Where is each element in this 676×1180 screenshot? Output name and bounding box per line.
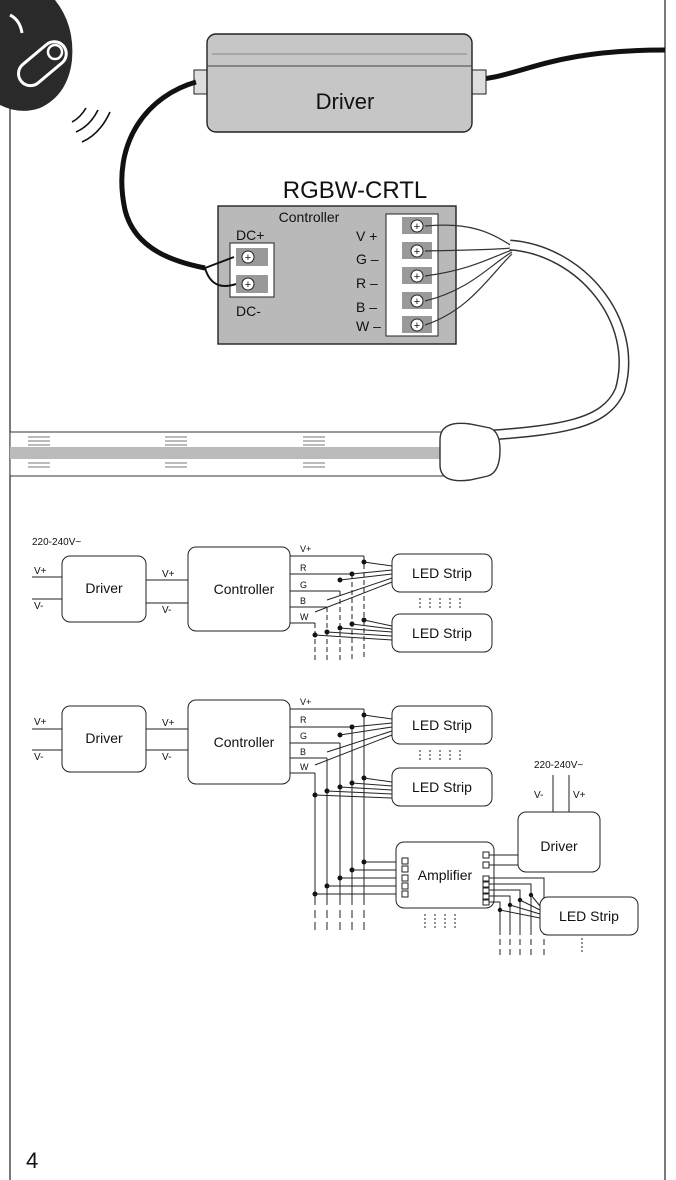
svg-text:R: R [300, 715, 307, 725]
controller-block [187, 546, 291, 632]
svg-text:LED Strip: LED Strip [412, 625, 472, 641]
output-label-w: W – [356, 318, 381, 334]
amplifier-block [395, 841, 495, 909]
controller-label: Controller [279, 209, 340, 225]
svg-text:V+: V+ [34, 717, 47, 728]
svg-text:V+: V+ [162, 569, 175, 580]
svg-text:+: + [414, 221, 420, 233]
wiring-diagram-2: V+ V- Driver V+ V- Controller V+ R G [32, 697, 639, 955]
svg-text:Driver: Driver [85, 730, 123, 746]
svg-text:LED Strip: LED Strip [412, 779, 472, 795]
svg-text:V+: V+ [300, 544, 311, 554]
led-strip-block-1 [391, 705, 493, 745]
driver-block [61, 705, 147, 773]
svg-text:Controller: Controller [214, 734, 275, 750]
driver-box: Driver [193, 33, 666, 133]
screw-terminal-icon: + + [236, 248, 268, 293]
remote-control-icon [0, 0, 73, 111]
output-label-vplus: V + [356, 228, 377, 244]
svg-text:G: G [300, 731, 307, 741]
svg-text:+: + [414, 320, 420, 332]
svg-text:Driver: Driver [540, 838, 578, 854]
led-strip-block-3 [539, 896, 639, 936]
driver-block-label: Driver [85, 580, 123, 596]
wiring-diagram-1: 220-240V~ V+ V- Driver V+ V- Controller … [32, 537, 493, 660]
wireless-signal-icon [71, 107, 111, 143]
svg-text:+: + [414, 271, 420, 283]
controller-block-label: Controller [214, 581, 275, 597]
svg-text:W: W [300, 612, 309, 622]
svg-text:V-: V- [162, 752, 171, 763]
svg-text:LED Strip: LED Strip [412, 717, 472, 733]
supply-label: 220-240V~ [32, 537, 81, 548]
driver-input-vplus: V+ [34, 566, 47, 577]
output-label-r: R – [356, 275, 378, 291]
svg-text:V-: V- [162, 605, 171, 616]
svg-text:220-240V~: 220-240V~ [534, 760, 583, 771]
led-strip-block-2 [391, 767, 493, 807]
svg-text:V-: V- [34, 752, 43, 763]
page-number: 4 [26, 1148, 39, 1173]
svg-text:+: + [245, 252, 251, 264]
svg-text:LED Strip: LED Strip [559, 908, 619, 924]
svg-text:B: B [300, 596, 306, 606]
model-title: RGBW-CRTL [283, 177, 427, 204]
svg-text:+: + [245, 279, 251, 291]
controller-box: Controller DC+ DC- + + V + G – R – B – W… [204, 205, 457, 345]
svg-text:Amplifier: Amplifier [418, 867, 473, 883]
driver-block [61, 555, 147, 623]
svg-text:W: W [300, 762, 309, 772]
driver-to-controller-cable [119, 79, 206, 271]
output-terminal-block: + + + + + [402, 217, 432, 333]
driver-input-vminus: V- [34, 601, 43, 612]
led-strip-block-2 [391, 613, 493, 653]
svg-text:R: R [300, 563, 307, 573]
led-strip-illustration [9, 422, 501, 482]
svg-text:LED Strip: LED Strip [412, 565, 472, 581]
output-label-g: G – [356, 251, 379, 267]
svg-text:V-: V- [534, 790, 543, 801]
led-strip-block-1 [391, 553, 493, 593]
rgbw-output-wires [424, 224, 513, 326]
svg-text:B: B [300, 747, 306, 757]
dc-minus-label: DC- [236, 303, 261, 319]
dc-plus-label: DC+ [236, 227, 264, 243]
driver-label: Driver [316, 89, 375, 114]
controller-block [187, 699, 291, 785]
svg-text:+: + [414, 296, 420, 308]
svg-text:+: + [414, 246, 420, 258]
svg-text:G: G [300, 580, 307, 590]
svg-text:V+: V+ [573, 790, 586, 801]
driver-2-block [517, 811, 601, 873]
output-label-b: B – [356, 299, 377, 315]
svg-text:V+: V+ [300, 697, 311, 707]
svg-text:V+: V+ [162, 718, 175, 729]
